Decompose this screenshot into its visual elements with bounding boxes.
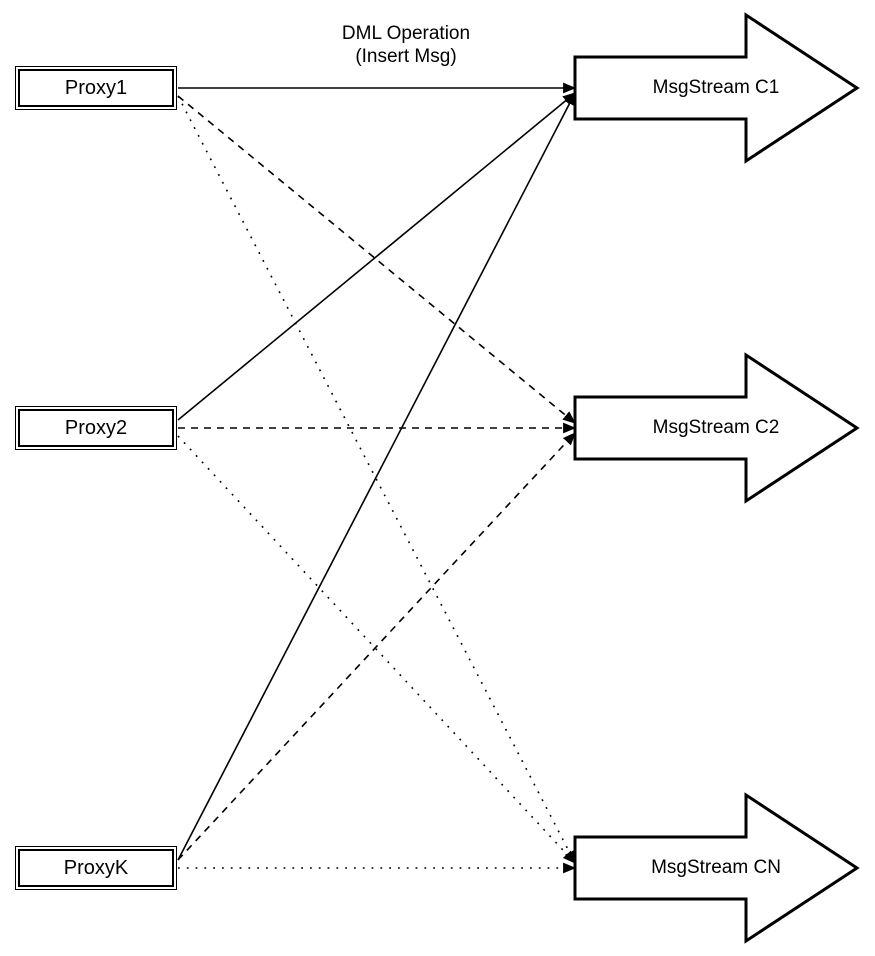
edge-proxy1-to-cn-dotted bbox=[177, 95, 576, 864]
dml-operation-label-line2: (Insert Msg) bbox=[355, 46, 457, 67]
msgstream-cn-label: MsgStream CN bbox=[651, 857, 781, 878]
proxy2-node: Proxy2 bbox=[15, 406, 177, 450]
msgstream-c1-label: MsgStream C1 bbox=[652, 77, 780, 98]
edge-proxy2-to-cn-dotted bbox=[177, 435, 576, 864]
edge-proxyk-to-c2-dashed bbox=[177, 432, 576, 861]
proxyk-node: ProxyK bbox=[15, 846, 177, 890]
msgstream-c1-arrow bbox=[573, 12, 860, 164]
edge-proxy2-to-c1-solid bbox=[177, 92, 576, 421]
edge-proxy1-to-c2-dashed bbox=[177, 95, 576, 424]
dml-operation-label: DML Operation (Insert Msg) bbox=[281, 22, 531, 68]
proxyk-label: ProxyK bbox=[63, 856, 129, 879]
msgstream-c2-label: MsgStream C2 bbox=[652, 417, 780, 438]
msgstream-cn-arrow bbox=[573, 792, 860, 944]
proxy1-node: Proxy1 bbox=[15, 66, 177, 110]
proxy2-label: Proxy2 bbox=[64, 416, 128, 439]
proxy1-label: Proxy1 bbox=[64, 76, 128, 99]
dml-operation-label-line1: DML Operation bbox=[341, 23, 471, 44]
edge-proxyk-to-c1-solid bbox=[177, 92, 576, 861]
msgstream-c2-arrow bbox=[573, 352, 860, 504]
